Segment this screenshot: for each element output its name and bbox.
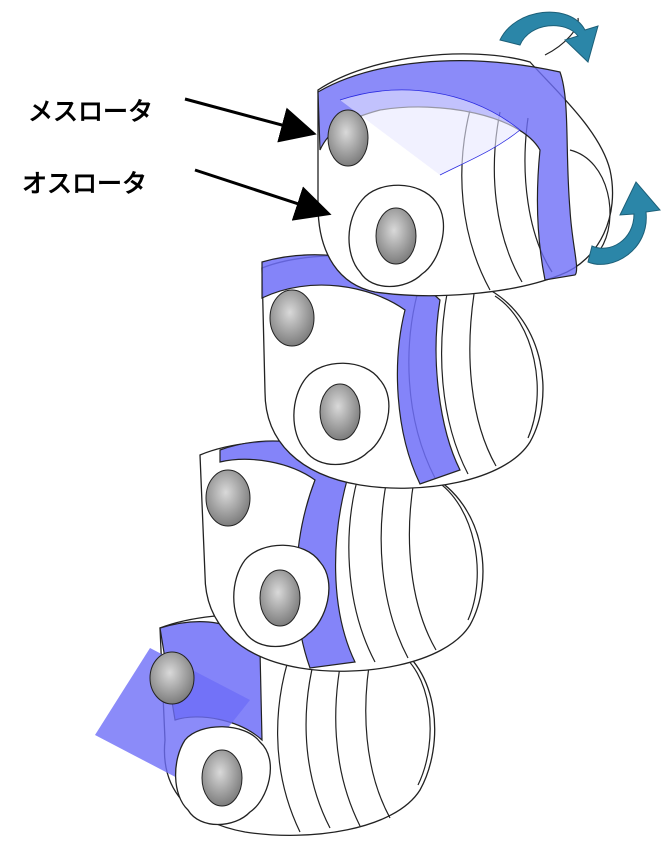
rotation-arrow-icon: [500, 12, 598, 62]
male-rotor-label: オスロータ: [22, 164, 147, 200]
pointer-arrow-icon: [185, 99, 308, 132]
rotor-stage-1: [318, 18, 613, 296]
female-rotor-label: メスロータ: [28, 92, 153, 128]
pointer-arrow-icon: [195, 170, 323, 212]
